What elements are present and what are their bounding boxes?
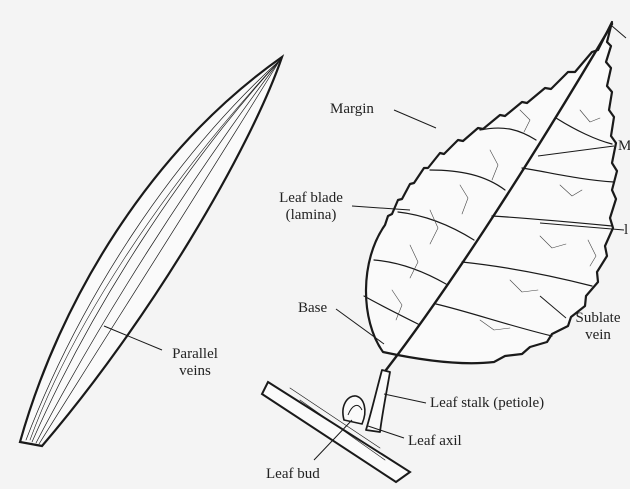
label-base: Base xyxy=(298,300,327,317)
label-leaf-bud: Leaf bud xyxy=(266,466,320,483)
leader-apex xyxy=(612,26,626,38)
petiole xyxy=(366,370,390,432)
label-leaf-blade-line1: Leaf blade xyxy=(266,190,356,207)
label-lateral-cut: l xyxy=(624,222,630,239)
label-midrib-cut: M xyxy=(618,138,630,155)
leader-margin xyxy=(394,110,436,128)
label-leaf-blade: Leaf blade (lamina) xyxy=(266,190,356,224)
narrow-leaf-outline xyxy=(20,57,282,446)
label-leaf-axil: Leaf axil xyxy=(408,433,462,450)
label-leaf-blade-line2: (lamina) xyxy=(266,207,356,224)
label-sublateral-line1: Sublate xyxy=(566,310,630,327)
label-parallel-line2: veins xyxy=(160,363,230,380)
leader-petiole xyxy=(384,394,426,403)
leaf-bud xyxy=(343,396,365,424)
label-parallel-line1: Parallel xyxy=(160,346,230,363)
label-sublateral-vein: Sublate vein xyxy=(566,310,630,344)
label-sublateral-line2: vein xyxy=(566,327,630,344)
parallel-vein-leaf xyxy=(20,57,282,446)
label-margin: Margin xyxy=(330,101,374,118)
label-parallel-veins: Parallel veins xyxy=(160,346,230,380)
leader-axil xyxy=(368,426,404,438)
label-leaf-stalk: Leaf stalk (petiole) xyxy=(430,395,544,412)
broad-leaf xyxy=(364,22,617,432)
